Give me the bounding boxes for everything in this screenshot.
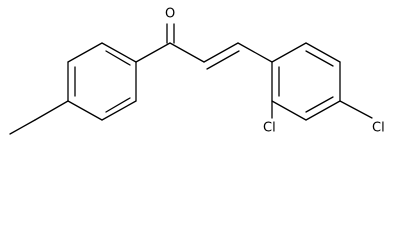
oxygen-label: O xyxy=(165,7,175,22)
bond-methylene xyxy=(34,100,69,121)
bond-methyl xyxy=(9,119,36,135)
ring-right-bond-5 xyxy=(271,100,307,121)
chemical-structure: O Cl Cl xyxy=(9,7,385,136)
ethyl-group xyxy=(9,100,69,135)
bond-beta-to-ring xyxy=(237,42,273,63)
bond-ring-to-carbonyl xyxy=(135,42,171,63)
bond-ring-to-cl-para xyxy=(339,100,373,119)
ring-left-bond-2 xyxy=(67,42,103,63)
ring-right-bond-1 xyxy=(271,42,307,63)
ring-left-double-2 xyxy=(105,50,131,66)
chlorine-ortho-label: Cl xyxy=(263,121,276,136)
chlorine-para-label: Cl xyxy=(372,121,385,136)
benzene-ring-right xyxy=(271,42,341,121)
bond-alkene-1 xyxy=(203,42,239,63)
ring-left-bond-5 xyxy=(101,100,137,121)
ring-right-bond-2 xyxy=(305,42,341,63)
ring-right-double-1 xyxy=(305,50,334,67)
bond-carbonyl-to-alpha xyxy=(169,42,205,63)
ring-right-double-2 xyxy=(305,96,334,113)
enone-chain xyxy=(135,23,273,70)
benzene-ring-left xyxy=(67,42,137,121)
ring-right-bond-4 xyxy=(305,100,341,121)
ring-left-bond-3 xyxy=(101,42,137,63)
chlorine-bonds xyxy=(271,100,373,119)
bond-alkene-2 xyxy=(206,50,240,70)
ring-left-bond-6 xyxy=(67,100,103,121)
ring-left-double-3 xyxy=(105,97,131,113)
